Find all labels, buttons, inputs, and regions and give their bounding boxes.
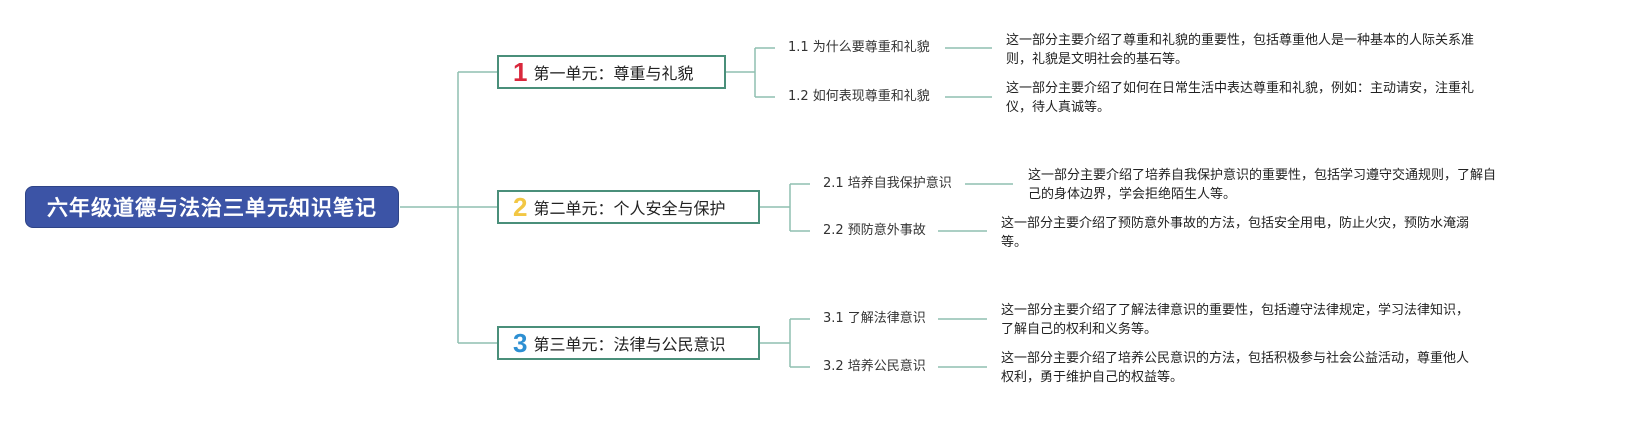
unit-number-2: 2 (513, 192, 528, 222)
unit-node-2[interactable]: 2 第二单元：个人安全与保护 (497, 190, 760, 224)
topic-node-1-2[interactable]: 1.2 如何表现尊重和礼貌 (788, 89, 930, 104)
unit-number-1: 1 (513, 57, 528, 87)
topic-node-3-1[interactable]: 3.1 了解法律意识 (823, 311, 926, 326)
topic-description-1-2: 这一部分主要介绍了如何在日常生活中表达尊重和礼貌，例如：主动请安，注重礼仪，待人… (1006, 81, 1475, 115)
topic-node-2-2[interactable]: 2.2 预防意外事故 (823, 223, 926, 238)
unit-number-3: 3 (513, 328, 528, 358)
topic-description-2-2: 这一部分主要介绍了预防意外事故的方法，包括安全用电，防止火灾，预防水淹溺等。 (1001, 216, 1470, 250)
unit-title-3: 第三单元：法律与公民意识 (533, 335, 726, 354)
topic-description-3-2: 这一部分主要介绍了培养公民意识的方法，包括积极参与社会公益活动，尊重他人权利，勇… (1001, 351, 1470, 385)
topic-description-1-1: 这一部分主要介绍了尊重和礼貌的重要性，包括尊重他人是一种基本的人际关系准则，礼貌… (1006, 33, 1475, 67)
topic-description-2-1: 这一部分主要介绍了培养自我保护意识的重要性，包括学习遵守交通规则，了解自己的身体… (1028, 168, 1497, 202)
root-title: 六年级道德与法治三单元知识笔记 (47, 196, 377, 220)
unit-node-3[interactable]: 3 第三单元：法律与公民意识 (497, 326, 760, 360)
topic-description-3-1: 这一部分主要介绍了了解法律意识的重要性，包括遵守法律规定，学习法律知识，了解自己… (1001, 303, 1470, 337)
topic-node-1-1[interactable]: 1.1 为什么要尊重和礼貌 (788, 40, 930, 55)
unit-node-1[interactable]: 1 第一单元：尊重与礼貌 (497, 55, 726, 89)
topic-node-2-1[interactable]: 2.1 培养自我保护意识 (823, 176, 952, 191)
unit-title-2: 第二单元：个人安全与保护 (533, 199, 726, 218)
topic-node-3-2[interactable]: 3.2 培养公民意识 (823, 359, 926, 374)
unit-title-1: 第一单元：尊重与礼貌 (533, 64, 694, 83)
root-node[interactable]: 六年级道德与法治三单元知识笔记 (25, 186, 399, 228)
